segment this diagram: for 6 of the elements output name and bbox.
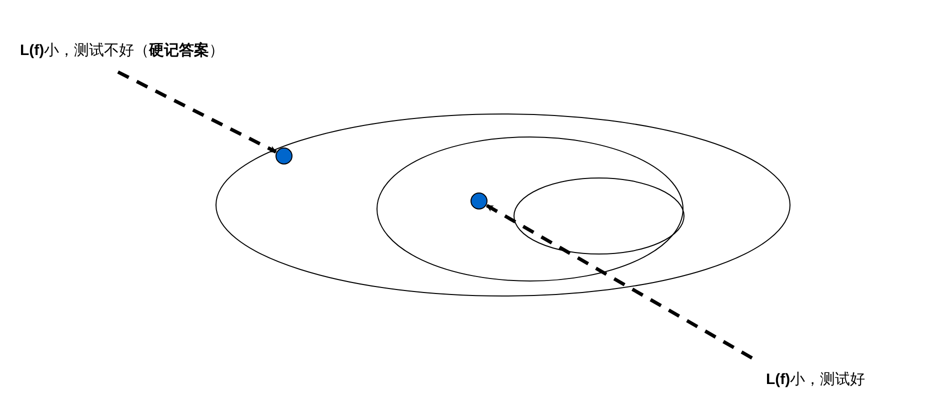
point-dot [275,147,293,165]
dashed-arrow [486,204,753,360]
annotation-text: L(f)小，测试不好（硬记答案） [20,42,224,60]
point-dot [470,192,488,210]
annotation-text: L(f)小，测试好 [766,371,866,389]
dashed-arrow [117,70,277,154]
